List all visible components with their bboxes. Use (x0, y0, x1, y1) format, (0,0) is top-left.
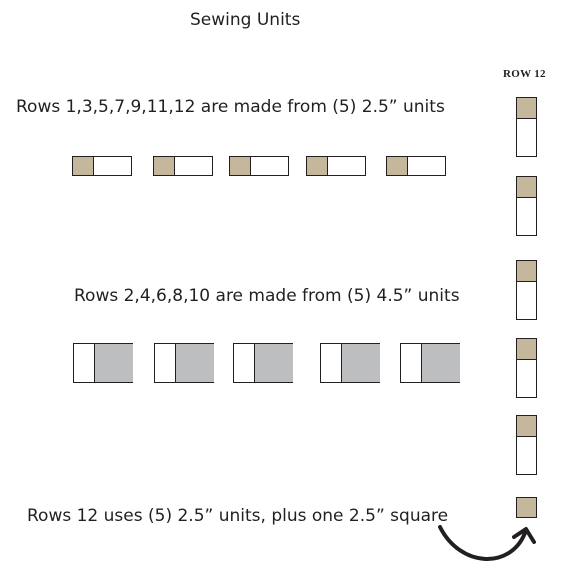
unit-4-5 (233, 343, 293, 383)
diagram-title: Sewing Units (190, 10, 301, 30)
tan-square (517, 339, 536, 360)
tan-square (230, 157, 251, 175)
unit-2-5-horizontal (72, 156, 132, 176)
tan-square (517, 98, 536, 119)
unit-4-5 (154, 343, 214, 383)
unit-2-5-horizontal (229, 156, 289, 176)
unit-4-5 (73, 343, 133, 383)
tan-square (307, 157, 328, 175)
unit-2-5-vertical (516, 176, 537, 236)
unit-4-5 (320, 343, 380, 383)
tan-square (154, 157, 175, 175)
unit-2-5-vertical (516, 97, 537, 157)
unit-2-5-vertical (516, 338, 537, 398)
unit-4-5 (400, 343, 460, 383)
gray-block (175, 344, 214, 382)
tan-square (517, 177, 536, 198)
gray-block (421, 344, 460, 382)
tan-square (387, 157, 408, 175)
curved-arrow-icon (438, 525, 536, 561)
gray-block (94, 344, 133, 382)
unit-2-5-vertical (516, 415, 537, 475)
tan-square (517, 416, 536, 437)
even-rows-label: Rows 2,4,6,8,10 are made from (5) 4.5” u… (74, 286, 460, 306)
extra-2-5-square (516, 497, 537, 518)
gray-block (254, 344, 293, 382)
unit-2-5-vertical (516, 260, 537, 320)
odd-rows-label: Rows 1,3,5,7,9,11,12 are made from (5) 2… (16, 97, 445, 117)
tan-square (73, 157, 94, 175)
unit-2-5-horizontal (386, 156, 446, 176)
unit-2-5-horizontal (306, 156, 366, 176)
row12-column-label: ROW 12 (503, 68, 546, 80)
tan-square (517, 261, 536, 282)
gray-block (341, 344, 380, 382)
row12-label: Rows 12 uses (5) 2.5” units, plus one 2.… (27, 506, 449, 526)
unit-2-5-horizontal (153, 156, 213, 176)
